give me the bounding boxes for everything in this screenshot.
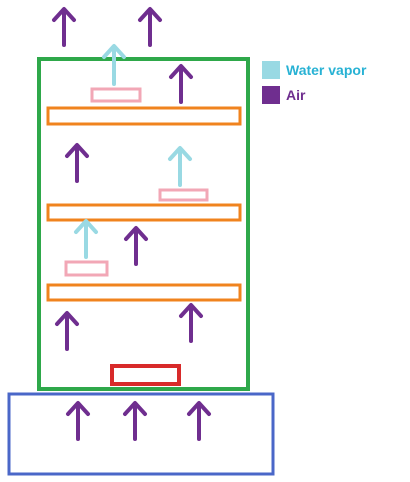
heater — [110, 364, 181, 386]
shelf-top — [46, 106, 242, 126]
air-arrow-base-right — [187, 401, 211, 441]
legend-item-water-vapor: Water vapor — [262, 61, 407, 79]
shelf-bottom — [46, 283, 242, 302]
legend-label-air: Air — [286, 87, 306, 103]
legend-label-water-vapor: Water vapor — [286, 62, 367, 78]
air-swatch-icon — [262, 86, 280, 104]
legend: Water vapor Air — [262, 61, 407, 111]
air-arrow-outlet-right — [138, 7, 162, 47]
air-arrow-upper-right — [169, 64, 193, 104]
vapor-arrow-middle — [168, 146, 192, 187]
air-arrow-lower-right — [179, 303, 203, 343]
air-arrow-middle — [124, 226, 148, 266]
wet-item-top — [90, 87, 142, 103]
drying-chamber — [37, 57, 250, 391]
air-arrow-base-left — [66, 401, 90, 441]
air-arrow-base-center — [123, 401, 147, 441]
air-arrow-outlet-left — [52, 7, 76, 47]
air-arrow-lower-left — [55, 311, 79, 351]
vapor-arrow-top — [102, 44, 126, 86]
base-unit — [7, 392, 275, 476]
air-arrow-upper-left — [65, 143, 89, 183]
vapor-arrow-bottom — [74, 219, 98, 259]
wet-item-middle — [158, 188, 209, 202]
water-vapor-swatch-icon — [262, 61, 280, 79]
wet-item-bottom — [64, 260, 109, 277]
legend-item-air: Air — [262, 86, 407, 104]
shelf-middle — [46, 203, 242, 222]
